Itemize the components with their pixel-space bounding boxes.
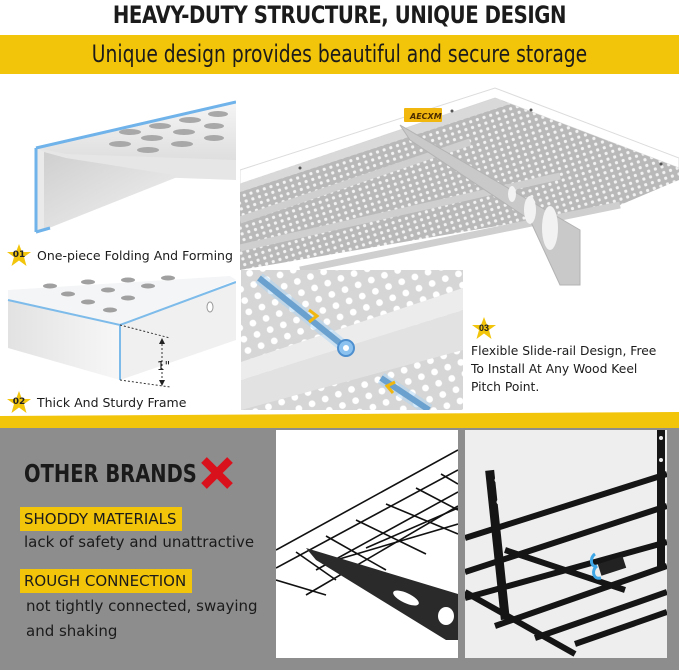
other-brands-heading: OTHER BRANDS [24, 454, 236, 492]
star-badge-icon: 03 [471, 316, 497, 340]
shelf-product-image: AECXM [240, 80, 679, 290]
rough-connection-desc-1: not tightly connected, swaying [26, 597, 258, 615]
feature-01: 01 One-piece Folding And Forming [6, 243, 233, 267]
shoddy-materials-desc: lack of safety and unattractive [24, 533, 255, 551]
feature-02: 02 Thick And Sturdy Frame [6, 390, 186, 414]
frame-corner-image: 1" [0, 270, 236, 390]
star-badge-icon: 01 [6, 243, 32, 267]
arrow-icon [308, 308, 320, 324]
subtitle-banner: Unique design provides beautiful and sec… [0, 35, 679, 74]
rough-connection-desc-2: and shaking [26, 622, 118, 640]
star-badge-icon: 02 [6, 390, 32, 414]
feature-label-text: Thick And Sturdy Frame [37, 394, 187, 410]
page-title: HEAVY-DUTY STRUCTURE, UNIQUE DESIGN [112, 1, 567, 29]
rough-connection-badge: ROUGH CONNECTION [20, 569, 193, 593]
slide-rail-image [241, 270, 463, 410]
feature-number: 01 [12, 250, 26, 260]
feature-03: 03 Flexible Slide-rail Design, Free To I… [471, 316, 679, 396]
hook-icon [589, 552, 602, 580]
dimension-label: 1" [157, 359, 170, 373]
feature-number: 02 [12, 397, 26, 407]
cross-icon [201, 457, 233, 489]
feature-number: 03 [478, 323, 489, 333]
brand-tag [404, 108, 442, 122]
arrow-icon [384, 380, 396, 394]
feature-label-text: One-piece Folding And Forming [37, 247, 233, 263]
tube-shelf-image [465, 430, 667, 658]
folding-profile-image [0, 80, 236, 240]
wire-shelf-image [276, 430, 458, 658]
comparison-section: OTHER BRANDS SHODDY MATERIALS lack of sa… [0, 428, 679, 670]
shoddy-materials-badge: SHODDY MATERIALS [20, 507, 183, 531]
feature-label-text: Flexible Slide-rail Design, Free To Inst… [471, 344, 657, 394]
brand-label: AECXM [409, 112, 442, 121]
subtitle-text: Unique design provides beautiful and sec… [91, 40, 588, 68]
yellow-divider [0, 412, 679, 432]
